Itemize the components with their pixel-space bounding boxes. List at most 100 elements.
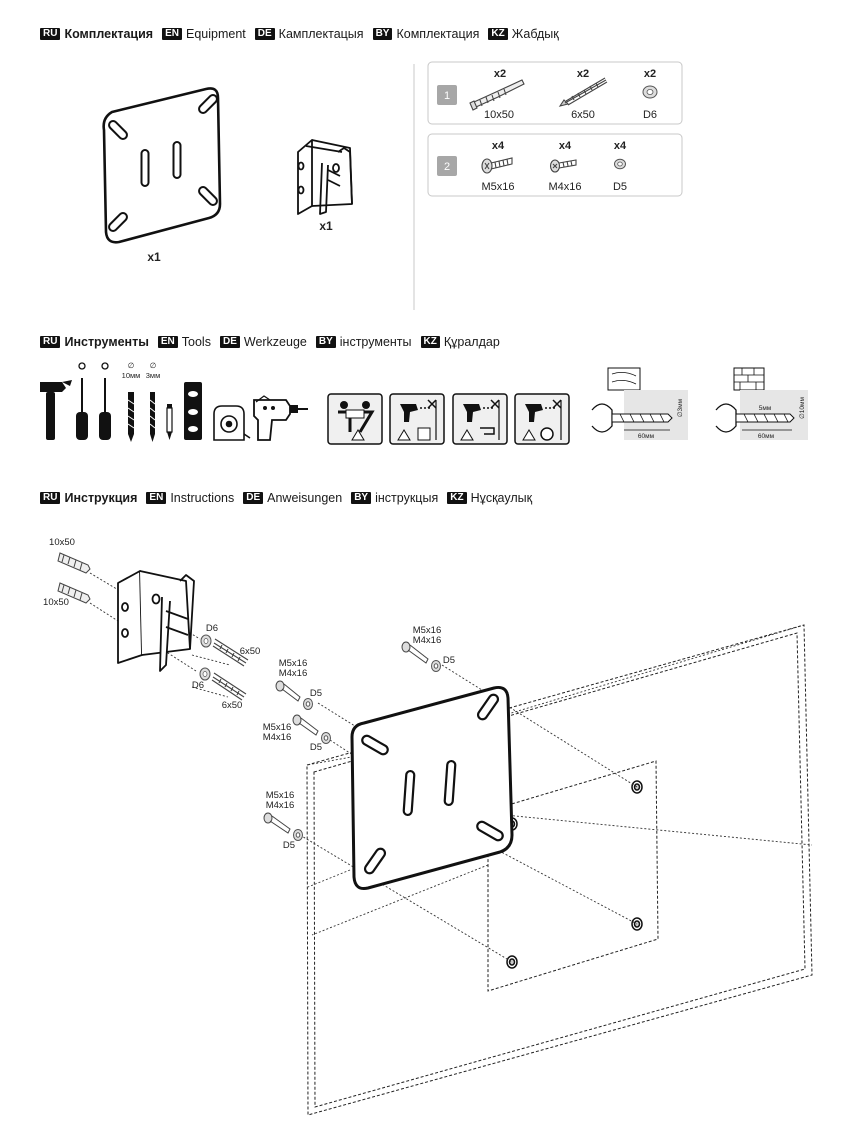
- svg-text:∅: ∅: [150, 361, 157, 370]
- bolt-low-label-b: M4x16: [266, 800, 295, 811]
- equipment-illustration: x1 x1 1 x2 10x50 x2 6x50 x: [102, 61, 683, 310]
- mounting-plate-icon: [102, 87, 222, 244]
- lang-tag-by: BY: [351, 492, 372, 504]
- no-drill-gas-icon: [514, 393, 570, 445]
- heading-label-by: інструменты: [339, 335, 412, 349]
- bolt-mid1-label-b: M4x16: [279, 668, 308, 679]
- lang-tag-de: DE: [219, 336, 240, 348]
- heading-label-ru: Инструменты: [64, 335, 149, 349]
- drill-bit-size-10mm: 10мм: [122, 371, 141, 380]
- lang-tag-de: DE: [254, 28, 275, 40]
- heading-label-en: Equipment: [185, 27, 246, 41]
- kit-2-number: 2: [444, 161, 450, 173]
- heading-label-en: Instructions: [170, 491, 235, 505]
- kit-1-washer-qty: x2: [644, 68, 656, 80]
- two-person-install-icon: [327, 393, 383, 445]
- kit-1-number: 1: [444, 90, 450, 102]
- bolt-mid2-label-a: M5x16: [263, 722, 292, 733]
- lang-tag-en: EN: [162, 28, 182, 40]
- anchor-label-2: 10x50: [43, 597, 69, 608]
- wood-bit-size: ∅3мм: [677, 398, 684, 417]
- heading-label-ru: Инструкция: [64, 491, 138, 505]
- kit-2-m4-size: M4x16: [548, 181, 581, 193]
- kit-1-screw-size: 6x50: [571, 109, 595, 121]
- brick-bit-size: ∅10мм: [799, 397, 806, 419]
- lang-tag-by: BY: [315, 336, 336, 348]
- brick-spacer: 5мм: [759, 405, 772, 412]
- screwdriver-flat-icon: [99, 362, 111, 440]
- bolt-mid2-label-b: M4x16: [263, 732, 292, 743]
- heading-label-de: Камплектацыя: [278, 27, 364, 41]
- bolt-icon: [549, 159, 577, 173]
- lang-tag-de: DE: [243, 492, 264, 504]
- long-screw-icon: [558, 77, 608, 107]
- bolt-low-washer-label: D5: [283, 840, 295, 851]
- spirit-level-icon: [184, 382, 202, 440]
- drill-bit-10mm-icon: ∅ 10мм: [122, 361, 141, 442]
- kit-1-screw-qty: x2: [577, 68, 589, 80]
- no-drill-electric-icon: [389, 393, 445, 445]
- anchor-label-1: 10x50: [49, 537, 75, 548]
- heading-label-de: Anweisungen: [267, 491, 343, 505]
- heading-label-by: інструкцыя: [375, 491, 439, 505]
- heading-label-kz: Құралдар: [443, 335, 500, 349]
- wood-wall-drill-diagram: 60мм ∅3мм: [591, 367, 688, 440]
- brick-wall-drill-diagram: 5мм 60мм ∅10мм: [715, 367, 808, 440]
- wood-hole-depth: 60мм: [638, 433, 655, 440]
- lang-tag-kz: KZ: [420, 336, 440, 348]
- bolt-top-label-a: M5x16: [413, 625, 442, 636]
- long-screw-icon: [211, 638, 249, 701]
- tape-measure-icon: [213, 405, 251, 441]
- kit-1-box: 1 x2 10x50 x2 6x50 x2 D6: [427, 61, 683, 125]
- washer-d6-label-1: D6: [206, 623, 218, 634]
- heading-label-kz: Нұсқаулық: [470, 491, 533, 505]
- kit-2-m4-qty: x4: [559, 140, 572, 152]
- tools-illustration: ∅ 10мм ∅ 3мм: [40, 361, 808, 445]
- kit-2-box: 2 x4 M5x16 x4 M4x16 x4 D5: [427, 133, 683, 197]
- bolt-icon: [481, 157, 513, 174]
- washer-d6-label-2: D6: [192, 680, 204, 691]
- bracket-qty: x1: [319, 219, 333, 233]
- kit-2-m5-size: M5x16: [481, 181, 514, 193]
- pencil-icon: [166, 404, 173, 440]
- screw-6x50-label-1: 6x50: [240, 646, 261, 657]
- plate-qty: x1: [147, 250, 161, 264]
- kit-2-washer-qty: x4: [614, 140, 627, 152]
- drill-bit-size-3mm: 3мм: [146, 371, 160, 380]
- kit-1-anchor-size: 10x50: [484, 109, 514, 121]
- mounting-plate-icon: [350, 686, 514, 890]
- lang-tag-ru: RU: [40, 492, 61, 504]
- bracket-icon: [297, 139, 353, 215]
- tv-back-panel: [306, 624, 813, 1116]
- lang-tag-en: EN: [157, 336, 178, 348]
- drill-bit-3mm-icon: ∅ 3мм: [146, 361, 160, 442]
- hammer-icon: [40, 380, 72, 440]
- kit-2-washer-size: D5: [613, 181, 627, 193]
- bolt-mid1-washer-label: D5: [310, 688, 322, 699]
- washer-icon: [293, 660, 441, 841]
- kit-1-washer-size: D6: [643, 109, 657, 121]
- assembly-diagram: 10x50 10x50 D6 D6 6x50 6x50 M5x16 M4x16 …: [43, 537, 813, 1116]
- kit-2-m5-qty: x4: [492, 140, 505, 152]
- bolt-icon: [263, 641, 429, 834]
- wall-anchor-icon: [57, 552, 91, 604]
- lang-tag-kz: KZ: [488, 28, 508, 40]
- bolt-mid1-label-a: M5x16: [279, 658, 308, 669]
- lang-tag-kz: KZ: [447, 492, 467, 504]
- screw-6x50-label-2: 6x50: [222, 700, 243, 711]
- bolt-low-label-a: M5x16: [266, 790, 295, 801]
- lang-tag-by: BY: [372, 28, 393, 40]
- screwdriver-phillips-icon: [76, 362, 88, 440]
- heading-label-en: Tools: [181, 335, 211, 349]
- brick-hole-depth: 60мм: [758, 433, 775, 440]
- wall-anchor-icon: [469, 79, 525, 111]
- tv-screw-hole: [506, 780, 643, 969]
- no-drill-water-icon: [452, 393, 508, 445]
- heading-label-de: Werkzeuge: [243, 335, 307, 349]
- kit-1-anchor-qty: x2: [494, 68, 506, 80]
- lang-tag-ru: RU: [40, 336, 61, 348]
- heading-label-kz: Жабдық: [511, 27, 559, 41]
